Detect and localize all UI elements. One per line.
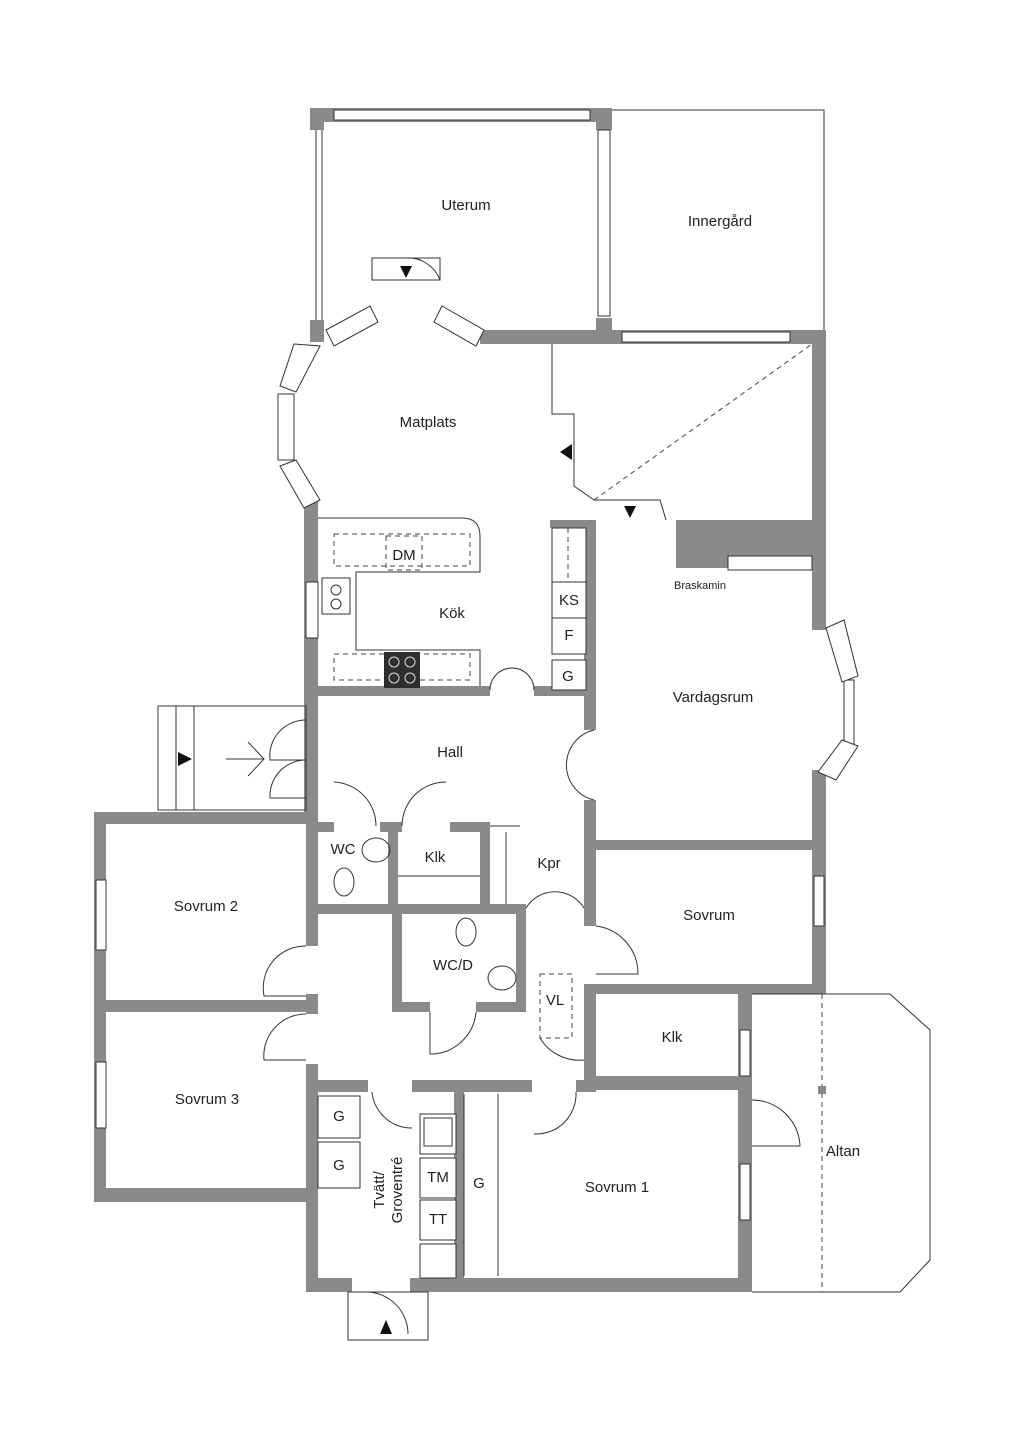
room-label-g-sovrum1: G xyxy=(473,1175,485,1192)
room-label-wc: WC xyxy=(331,841,356,858)
arrow-icon xyxy=(226,741,265,777)
room-label-klk-lower: Klk xyxy=(662,1029,683,1046)
arrow-icon xyxy=(624,506,636,518)
room-label-g-laundry2: G xyxy=(333,1157,345,1174)
room-label-tt: TT xyxy=(429,1211,447,1228)
arrow-icon xyxy=(560,444,572,460)
room-label-braskamin: Braskamin xyxy=(674,580,726,592)
room-labels: Uterum Innergård Matplats DM Kök KS F G … xyxy=(174,197,860,1228)
room-label-vl: VL xyxy=(546,992,564,1009)
arrow-icon xyxy=(380,1320,392,1334)
room-label-vardagsrum: Vardagsrum xyxy=(673,689,754,706)
room-label-dm: DM xyxy=(392,547,415,564)
door-arcs xyxy=(262,257,801,1335)
room-label-kok: Kök xyxy=(439,605,465,622)
room-label-tvatt-line1: Tvätt/ xyxy=(371,1170,388,1208)
room-label-altan: Altan xyxy=(826,1143,860,1160)
room-label-tvatt-line2: Groventré xyxy=(389,1157,406,1224)
room-label-klk-hall: Klk xyxy=(425,849,446,866)
room-label-kpr: Kpr xyxy=(537,855,560,872)
room-label-sovrum2: Sovrum 2 xyxy=(174,898,238,915)
room-label-sovrum: Sovrum xyxy=(683,907,735,924)
windows xyxy=(95,109,859,1221)
room-label-hall: Hall xyxy=(437,744,463,761)
outlines xyxy=(157,109,931,1341)
room-label-tm: TM xyxy=(427,1169,449,1186)
room-label-sovrum1: Sovrum 1 xyxy=(585,1179,649,1196)
room-label-ks: KS xyxy=(559,592,579,609)
room-label-matplats: Matplats xyxy=(400,414,457,431)
room-label-wcd: WC/D xyxy=(433,957,473,974)
room-label-g-kitchen: G xyxy=(562,668,574,685)
arrow-icon xyxy=(178,752,192,766)
room-label-f: F xyxy=(564,627,573,644)
room-label-uterum: Uterum xyxy=(441,197,490,214)
room-label-sovrum3: Sovrum 3 xyxy=(175,1091,239,1108)
arrows xyxy=(178,266,636,1334)
room-label-innergard: Innergård xyxy=(688,213,752,230)
arrow-icon xyxy=(400,266,412,278)
room-label-g-laundry1: G xyxy=(333,1108,345,1125)
